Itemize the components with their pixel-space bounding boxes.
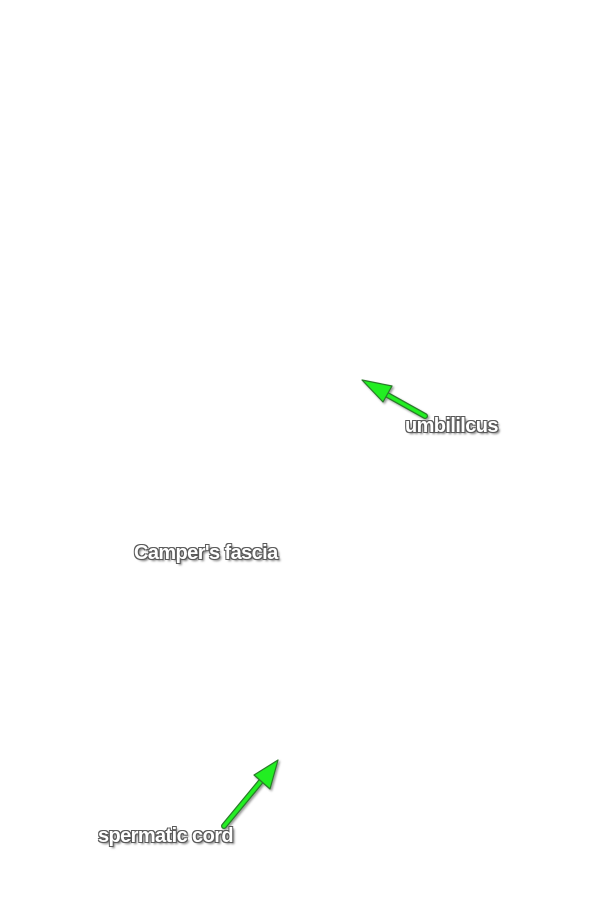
campers-fascia-label: Camper's fascia — [134, 542, 278, 564]
umbilicus-label: umbililcus — [405, 415, 499, 437]
arrow-up-left-icon — [361, 379, 428, 419]
spermatic-cord-label: spermatic cord — [98, 825, 234, 847]
arrow-up-right-icon — [221, 759, 279, 829]
